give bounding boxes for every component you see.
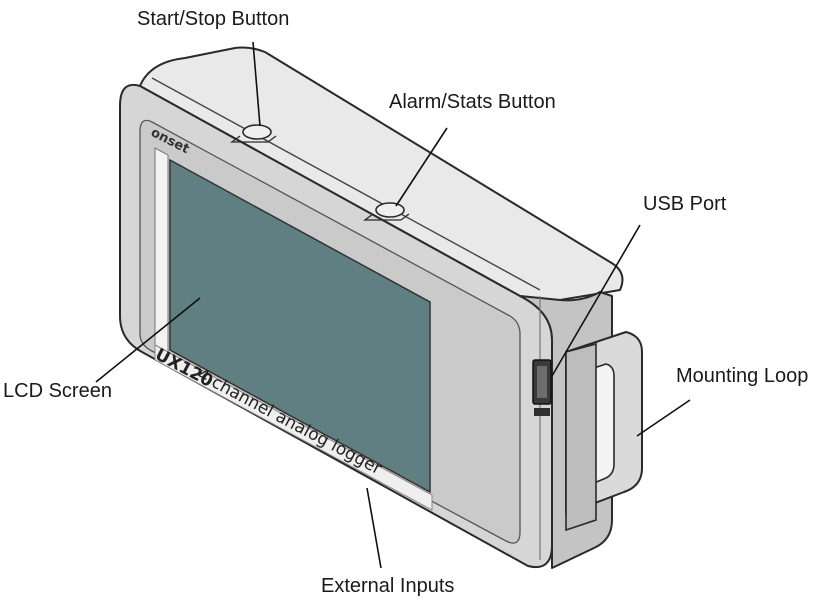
start-stop-button-base xyxy=(230,135,277,143)
start-stop-button xyxy=(242,124,272,140)
leader-lcd-screen xyxy=(95,297,201,383)
usb-port-inner xyxy=(537,366,547,398)
alarm-stats-button xyxy=(375,202,405,218)
leader-external-inputs xyxy=(366,487,382,569)
label-lcd-screen: LCD Screen xyxy=(3,380,112,402)
leader-usb-port xyxy=(551,224,641,377)
device-top-ridge xyxy=(151,77,541,291)
lcd-screen xyxy=(169,158,431,494)
label-usb-port: USB Port xyxy=(643,193,727,215)
leader-alarm-stats xyxy=(395,127,448,207)
label-mounting-loop: Mounting Loop xyxy=(676,365,809,387)
usb-port-lower-slot xyxy=(534,408,550,416)
leader-mounting-loop xyxy=(636,399,691,437)
alarm-stats-button-base xyxy=(363,213,410,221)
leader-start-stop xyxy=(252,41,261,127)
screen-left-strip xyxy=(154,147,169,353)
screen-bottom-strip xyxy=(154,344,433,511)
label-external-inputs: External Inputs xyxy=(321,575,455,597)
label-start-stop-button: Start/Stop Button xyxy=(137,8,290,30)
label-alarm-stats-button: Alarm/Stats Button xyxy=(389,91,556,113)
mounting-loop-back xyxy=(565,342,597,532)
